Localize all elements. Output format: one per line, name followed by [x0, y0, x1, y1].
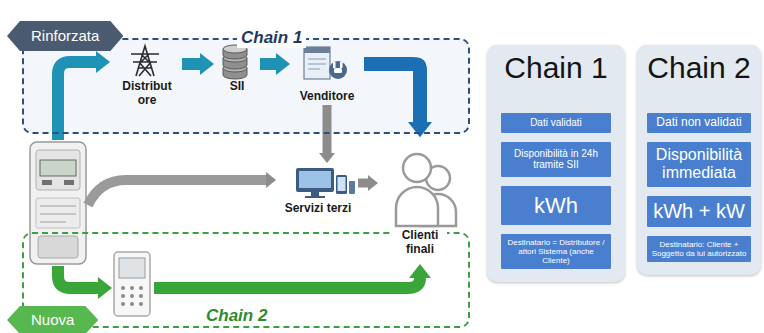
card-title: Chain 2 [637, 49, 761, 87]
box-text: Destinatario: Cliente + Soggetto da lui … [651, 240, 747, 258]
seller-icon-part [308, 59, 326, 60]
smart-meter-part [40, 206, 76, 207]
flow-arrow [323, 105, 332, 153]
clients-icon [396, 154, 456, 226]
distributor-node: Distribut ore [114, 47, 180, 107]
smart-meter-part [40, 214, 76, 215]
in-home-display-device-part [139, 294, 143, 298]
smart-meter-part [36, 150, 80, 190]
third-party-devices-icon-part [296, 168, 334, 192]
summary-card: Chain 1 Dati validatiDisponibilità in 24h… [487, 45, 625, 282]
reinforced-chain-region: RinforzataChain 1Distribut oreSIIVendito… [22, 38, 470, 134]
node-label: Venditore [292, 89, 362, 103]
seller-icon-part [340, 62, 343, 68]
third-party-node: Servizi terzi [280, 165, 356, 215]
meter-device-arrow [58, 266, 98, 288]
in-home-display-device [114, 252, 150, 316]
region-fill [22, 38, 470, 134]
seller-icon-part [333, 62, 336, 68]
seller-icon-part [304, 47, 330, 79]
third-party-devices-icon-part [299, 171, 331, 188]
smart-meter-part [40, 222, 66, 223]
region-tab: Rinforzata [7, 21, 123, 51]
info-box: Destinatario: Cliente + Soggetto da lui … [647, 236, 751, 262]
summary-card: Chain 2 Dati non validatiDisponibilità im… [637, 45, 761, 275]
chain-heading: Chain 1 [237, 28, 306, 48]
clients-icon-part [403, 154, 431, 182]
box-text: kWh + kW [649, 200, 749, 223]
clients-node: Clienti finali [380, 140, 460, 256]
in-home-display-device-part [114, 252, 150, 316]
in-home-display-device-part [121, 294, 125, 298]
third-party-devices-icon-part [336, 175, 347, 194]
in-home-display-device-part [139, 286, 143, 290]
info-box: Dati non validati [647, 113, 751, 133]
region-tab: Nuova [7, 306, 98, 333]
in-home-display-device-part [130, 294, 134, 298]
power-pylon-icon [131, 46, 159, 76]
info-box: Dati validati [501, 113, 611, 133]
third-party-devices-icon-part [311, 192, 319, 196]
info-box: Disponibilità in 24h tramite SII [501, 142, 611, 177]
seller-icon-part [308, 69, 320, 70]
seller-node: Venditore [292, 47, 362, 103]
database-icon [223, 45, 247, 79]
meter-flow-arrow [58, 62, 96, 140]
box-text: Dati non validati [649, 116, 749, 130]
in-home-display-device-part [139, 302, 143, 306]
smart-meter-part [36, 198, 80, 228]
seller-icon-part [304, 47, 330, 53]
info-box: kWh [501, 186, 611, 225]
smart-meter-part [42, 180, 52, 185]
smart-meter-part [30, 142, 86, 264]
seller-icon-part [334, 68, 342, 73]
in-home-display-device-part [119, 258, 145, 278]
seller-icon-part [329, 61, 347, 79]
flow-arrow [182, 58, 200, 70]
clients-icon-part [396, 187, 438, 226]
box-text: kWh [504, 193, 608, 218]
flow-arrow [260, 58, 276, 70]
smart-meter [30, 142, 86, 264]
smart-meter-part [38, 236, 78, 258]
box-text: Disponibilità in 24h tramite SII [505, 148, 607, 171]
card-title: Chain 1 [487, 49, 625, 87]
meter-services-arrow [88, 180, 266, 205]
third-party-devices-icon-part [349, 181, 355, 194]
node-label: Servizi terzi [280, 201, 356, 215]
box-text: Destinatario = Distributore / attori Sis… [505, 238, 607, 266]
third-party-devices-icon [296, 168, 355, 198]
flow-arrow [364, 64, 420, 122]
smart-meter-part [64, 180, 74, 185]
seller-icon-part [308, 64, 326, 65]
power-pylon-icon-part [131, 46, 159, 76]
in-home-display-device-part [130, 286, 134, 290]
device-clients-arrow [154, 278, 420, 288]
info-box: Disponibilità immediata [647, 142, 751, 187]
third-party-devices-icon-part [305, 196, 325, 198]
in-home-display-device-part [121, 302, 125, 306]
in-home-display-device-part [130, 302, 134, 306]
chain-heading: Chain 2 [202, 306, 271, 326]
node-label: Distribut ore [114, 79, 180, 107]
flow-arrow [358, 179, 368, 188]
smart-meter-part [40, 160, 76, 176]
in-home-display-device-part [121, 286, 125, 290]
info-box: Destinatario = Distributore / attori Sis… [501, 234, 611, 270]
info-box: kWh + kW [647, 196, 751, 227]
box-text: Disponibilità immediata [649, 146, 749, 183]
third-party-devices-icon-part [338, 177, 346, 191]
sii-node: SII [216, 47, 258, 93]
box-text: Dati validati [504, 117, 608, 129]
seller-icon [304, 47, 347, 79]
node-label: Clienti finali [393, 228, 447, 256]
node-label: SII [216, 79, 258, 93]
